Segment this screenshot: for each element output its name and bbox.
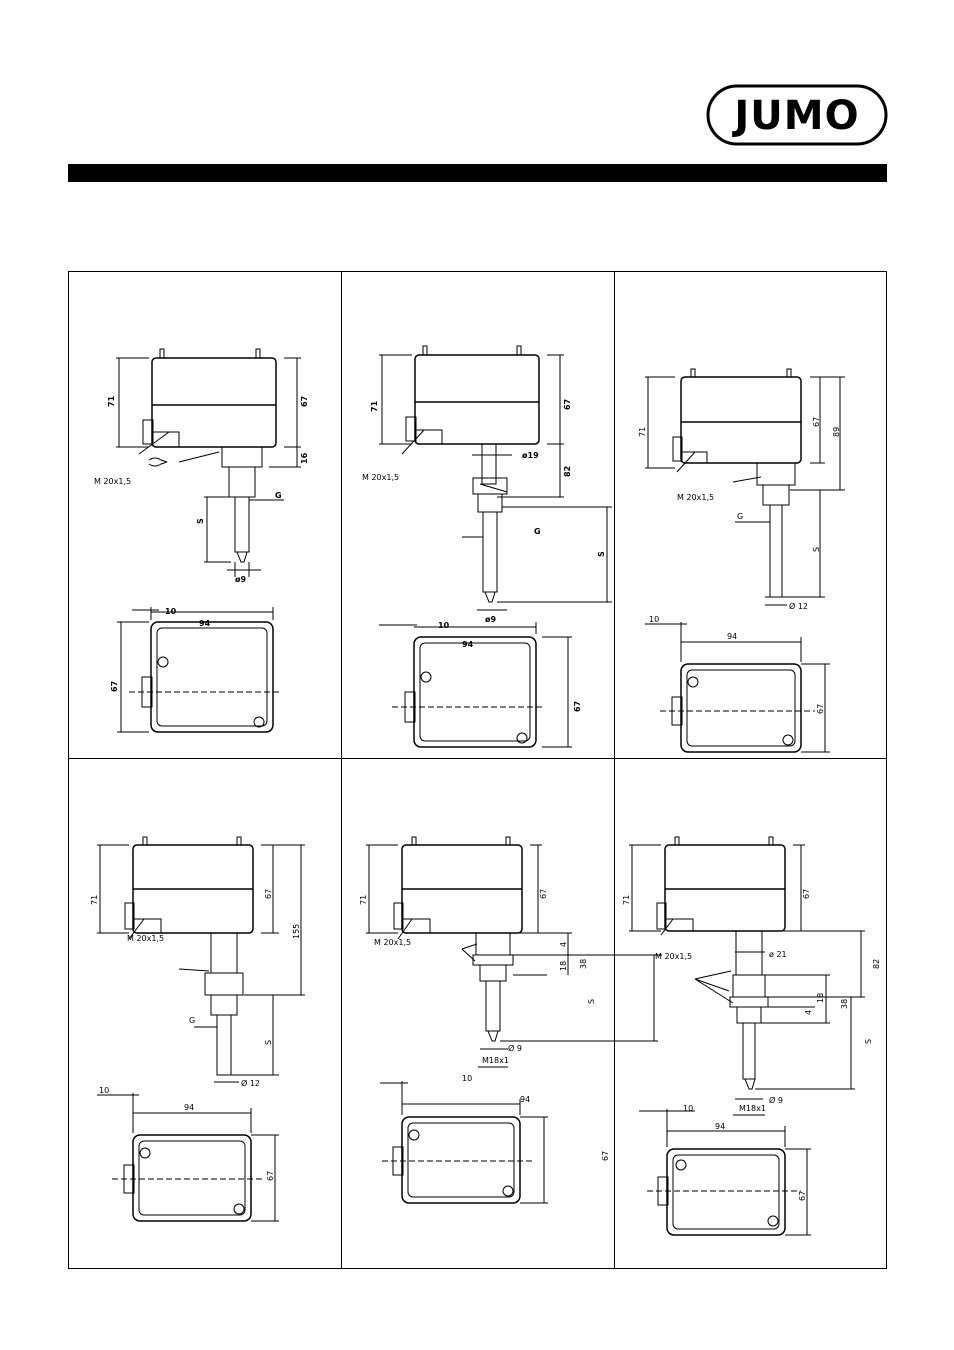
insertion-length-label: S <box>264 1040 273 1045</box>
cable-gland-label: M 20x1,5 <box>94 477 131 486</box>
width-label: 94 <box>727 632 737 641</box>
total-height-label: 71 <box>370 400 379 412</box>
jumo-logo: JUMO <box>706 84 888 146</box>
d18-label: 18 <box>559 961 568 971</box>
drawing-cell-1: 71 67 16 M 20x1,5 G S ø9 10 94 67 <box>69 272 341 758</box>
width-label: 94 <box>462 640 474 649</box>
depth-label: 67 <box>266 1171 275 1181</box>
d82-label: 82 <box>563 466 572 477</box>
cable-gland-label: M 20x1,5 <box>127 934 164 943</box>
d82-label: 82 <box>872 959 881 969</box>
housing-height-label: 67 <box>812 417 821 427</box>
cable-gland-label: M 20x1,5 <box>655 952 692 961</box>
offset-label: 10 <box>438 621 450 630</box>
offset-label: 10 <box>462 1074 472 1083</box>
drawing-cell-6: 71 67 82 38 18 4 M 20x1,5 ø 21 S Ø 9 M18… <box>615 759 887 1245</box>
dia19-label: ø19 <box>522 451 539 460</box>
housing-height-label: 67 <box>563 399 572 410</box>
housing-height-label: 67 <box>300 396 309 407</box>
dimension-drawing-grid: 71 67 16 M 20x1,5 G S ø9 10 94 67 <box>68 271 887 1269</box>
d4-label: 4 <box>559 942 568 947</box>
width-label: 94 <box>715 1122 725 1131</box>
offset-label: 10 <box>99 1086 109 1095</box>
housing-height-label: 67 <box>264 889 273 899</box>
width-label: 94 <box>184 1103 194 1112</box>
thread-label: G <box>737 512 743 521</box>
drawing-cell-3: 71 67 89 M 20x1,5 G S Ø 12 10 94 67 <box>615 272 887 758</box>
drawing-cell-5: 71 67 4 18 38 M 20x1,5 S Ø 9 M18x1 10 94… <box>342 759 614 1245</box>
insertion-length-label: S <box>587 999 596 1004</box>
top-view <box>117 607 279 732</box>
depth-label: 67 <box>573 701 582 712</box>
dia-label: Ø 9 <box>508 1043 522 1053</box>
cable-gland-label: M 20x1,5 <box>677 493 714 502</box>
total-height-label: 71 <box>638 427 647 437</box>
depth-label: 67 <box>798 1191 807 1201</box>
insertion-length-label: S <box>196 518 205 524</box>
total-height-label: 71 <box>622 895 631 905</box>
d155-label: 155 <box>292 924 301 939</box>
insertion-length-label: S <box>812 547 821 552</box>
offset-label: 10 <box>649 615 659 624</box>
dia-label: ø9 <box>485 615 496 624</box>
drawing-cell-4: 71 67 155 M 20x1,5 G S Ø 12 10 94 67 <box>69 759 341 1245</box>
insertion-length-label: S <box>597 551 606 557</box>
depth-label: 67 <box>816 704 825 714</box>
d18-label: 18 <box>816 993 825 1003</box>
drawing-cell-2: 71 67 82 M 20x1,5 ø19 G S ø9 10 94 67 <box>342 272 614 758</box>
dia-label: Ø 12 <box>789 601 808 611</box>
housing-height-label: 67 <box>539 889 548 899</box>
depth-label: 67 <box>110 681 119 692</box>
m18-label: M18x1 <box>482 1056 509 1065</box>
insertion-length-label: S <box>864 1039 873 1044</box>
dia-label: Ø 12 <box>241 1078 260 1088</box>
width-label: 94 <box>199 619 211 628</box>
dia-label: ø9 <box>235 575 246 584</box>
cable-gland-label: M 20x1,5 <box>374 938 411 947</box>
logo-text: JUMO <box>731 93 859 139</box>
thread-label: G <box>534 527 541 536</box>
d89-label: 89 <box>832 427 841 437</box>
housing-height-label: 67 <box>802 889 811 899</box>
dia21-label: ø 21 <box>769 950 787 959</box>
side-view <box>116 349 301 577</box>
cable-gland-label: M 20x1,5 <box>362 473 399 482</box>
total-height-label: 71 <box>359 895 368 905</box>
depth-label: 67 <box>601 1151 610 1161</box>
total-height-label: 71 <box>90 895 99 905</box>
d16-label: 16 <box>300 452 309 464</box>
offset-label: 10 <box>165 607 177 616</box>
header-bar <box>68 164 887 182</box>
thread-label: G <box>189 1016 195 1025</box>
d38-label: 38 <box>579 959 588 969</box>
thread-label: G <box>275 491 282 500</box>
offset-label: 10 <box>683 1104 693 1113</box>
d38-label: 38 <box>840 999 849 1009</box>
dia-label: Ø 9 <box>769 1095 783 1105</box>
width-label: 94 <box>520 1095 530 1104</box>
d4-label: 4 <box>804 1010 813 1015</box>
total-height-label: 71 <box>107 395 116 407</box>
m18-label: M18x1 <box>739 1104 766 1113</box>
